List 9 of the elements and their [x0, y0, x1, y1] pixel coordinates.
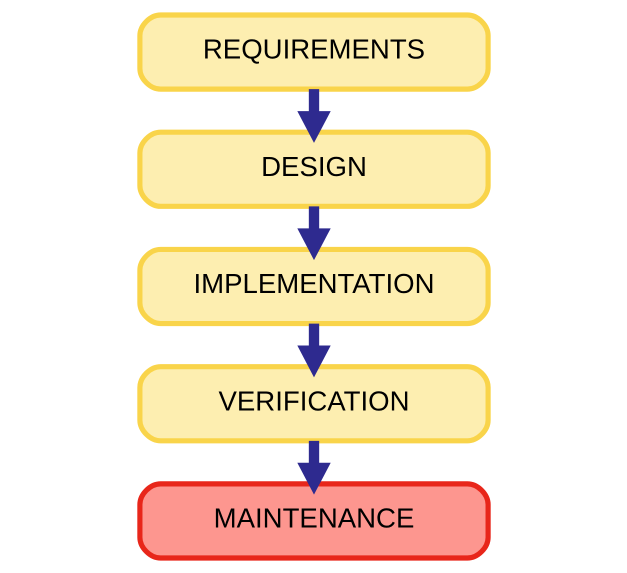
arrow [296, 89, 330, 143]
node-box: VERIFICATION [136, 364, 490, 444]
node-box: DESIGN [136, 130, 490, 209]
arrow [296, 440, 330, 495]
node-box: REQUIREMENTS [136, 12, 490, 92]
node-box: MAINTENANCE [136, 481, 490, 561]
arrow [296, 206, 330, 260]
arrow [296, 324, 330, 378]
node-box: IMPLEMENTATION [136, 246, 490, 326]
